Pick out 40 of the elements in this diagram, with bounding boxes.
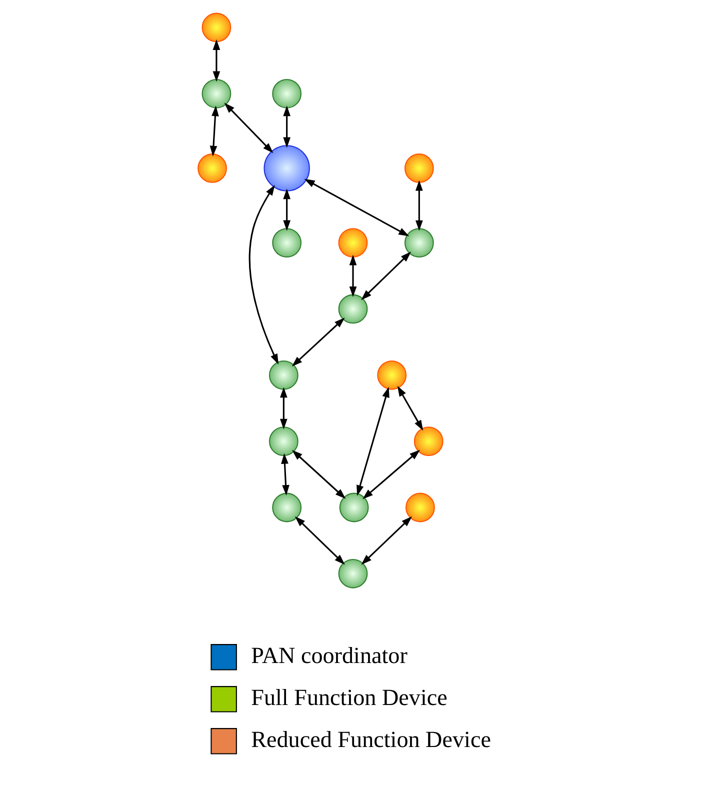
arrow xyxy=(248,184,278,364)
arrow xyxy=(224,102,273,154)
node-circle xyxy=(413,426,443,456)
arrow xyxy=(292,450,346,499)
arrow xyxy=(348,254,356,298)
arrow xyxy=(291,318,344,367)
node-circle xyxy=(404,228,434,258)
node-circle xyxy=(272,228,302,258)
arrow xyxy=(414,180,422,231)
arrow xyxy=(294,516,344,565)
node-circle xyxy=(405,492,434,522)
arrow xyxy=(209,106,218,156)
arrow xyxy=(362,450,420,500)
node-circle xyxy=(376,360,406,390)
legend-label: PAN coordinator xyxy=(250,642,407,668)
node-circle xyxy=(338,228,368,258)
node-circle xyxy=(263,145,310,192)
node-circle xyxy=(201,12,231,42)
node-circle xyxy=(272,492,302,522)
node-circle xyxy=(338,492,368,522)
node-circle xyxy=(338,558,368,588)
arrow xyxy=(396,386,423,431)
node-circle xyxy=(201,78,231,108)
legend-label: Reduced Function Device xyxy=(250,726,490,752)
arrow xyxy=(282,106,290,148)
arrow xyxy=(360,252,411,300)
legend-label: Full Function Device xyxy=(250,684,447,710)
node-circle xyxy=(197,154,226,183)
node-circle xyxy=(272,78,302,108)
node-circle xyxy=(268,360,298,390)
node-circle xyxy=(268,426,298,456)
arrow xyxy=(360,516,412,565)
node-circle xyxy=(338,294,368,324)
arrow xyxy=(280,387,287,430)
arrow xyxy=(356,386,389,496)
node-circle xyxy=(404,154,434,183)
arrow xyxy=(280,453,289,496)
arrow xyxy=(212,39,220,82)
arrow xyxy=(282,188,290,231)
arrow xyxy=(304,178,409,236)
